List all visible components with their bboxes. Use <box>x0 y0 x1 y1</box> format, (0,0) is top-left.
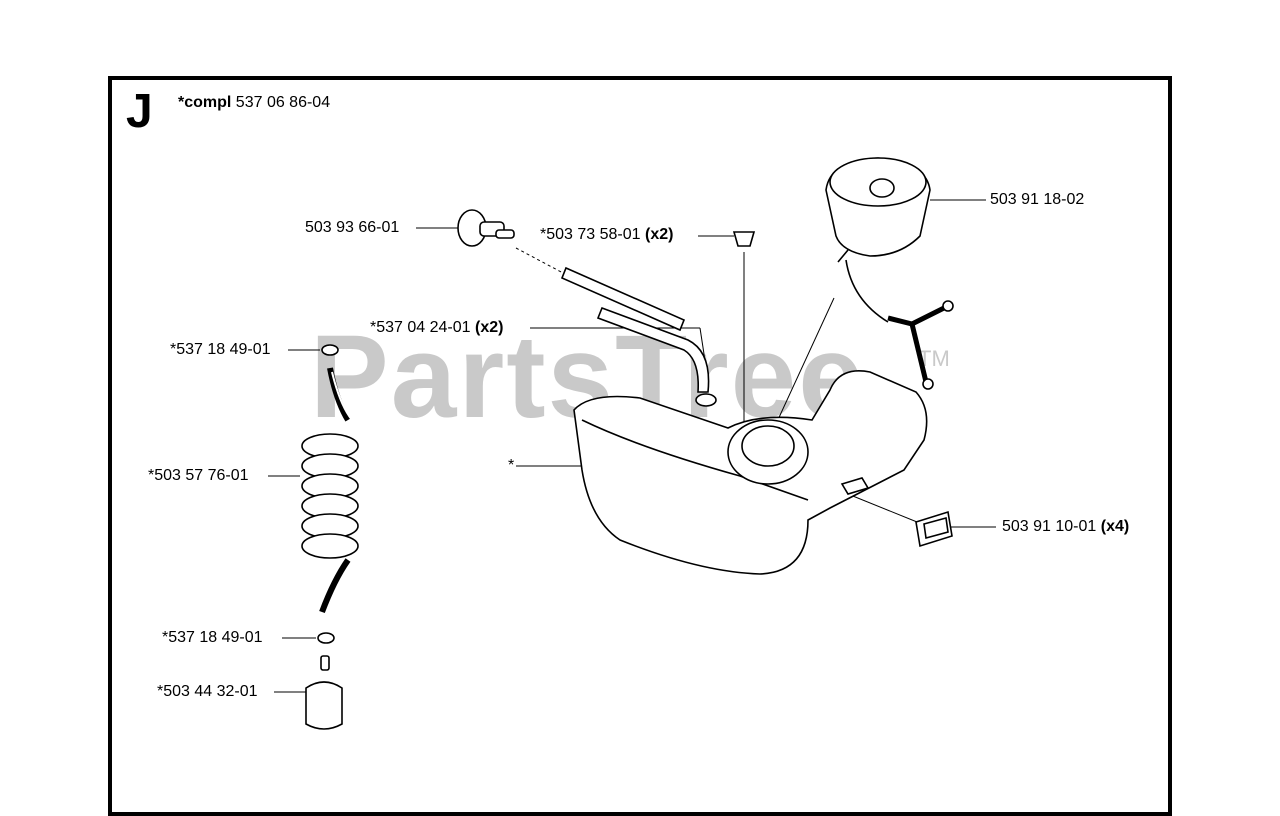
diagram-drawing <box>268 157 996 730</box>
part-callout[interactable]: *503 73 58-01 (x2) <box>540 227 673 243</box>
parts-diagram: PartsTree TM <box>108 76 1172 816</box>
assembly-prefix: *compl <box>178 94 232 111</box>
section-letter: J <box>126 85 153 138</box>
fuel-pickup-assembly <box>301 344 359 730</box>
fuel-tank <box>573 370 928 575</box>
fuel-hoses <box>560 266 710 393</box>
part-callout[interactable]: 503 91 10-01 (x4) <box>1002 519 1129 535</box>
assembly-number: 537 06 86-04 <box>235 94 331 111</box>
part-quantity: (x2) <box>474 319 504 336</box>
part-callout[interactable]: 503 91 18-02 <box>990 192 1084 208</box>
part-number: 503 93 66-01 <box>305 219 400 236</box>
assembly-label: *compl 537 06 86-04 <box>178 94 330 112</box>
part-quantity: (x4) <box>1100 518 1130 535</box>
part-number: *503 73 58-01 <box>540 226 641 243</box>
part-number: * <box>508 457 515 474</box>
part-callout[interactable]: *503 57 76-01 <box>148 468 249 484</box>
fuel-cap <box>825 157 954 390</box>
valve-part <box>732 231 756 247</box>
part-number: *503 57 76-01 <box>148 467 249 484</box>
part-number: *537 18 49-01 <box>170 341 271 358</box>
part-number: *503 44 32-01 <box>157 683 258 700</box>
part-callout[interactable]: *537 04 24-01 (x2) <box>370 320 503 336</box>
part-callout[interactable]: 503 93 66-01 <box>305 220 399 236</box>
part-quantity: (x2) <box>644 226 674 243</box>
part-number: *537 18 49-01 <box>162 629 263 646</box>
part-callout[interactable]: *503 44 32-01 <box>157 684 258 700</box>
part-callout[interactable]: *537 18 49-01 <box>162 630 263 646</box>
part-callout[interactable]: * <box>508 458 514 474</box>
grommet-part <box>457 209 515 247</box>
rubber-foot <box>915 510 953 548</box>
part-number: 503 91 18-02 <box>990 191 1085 208</box>
part-number: *537 04 24-01 <box>370 319 471 336</box>
part-callout[interactable]: *537 18 49-01 <box>170 342 271 358</box>
part-number: 503 91 10-01 <box>1002 518 1097 535</box>
